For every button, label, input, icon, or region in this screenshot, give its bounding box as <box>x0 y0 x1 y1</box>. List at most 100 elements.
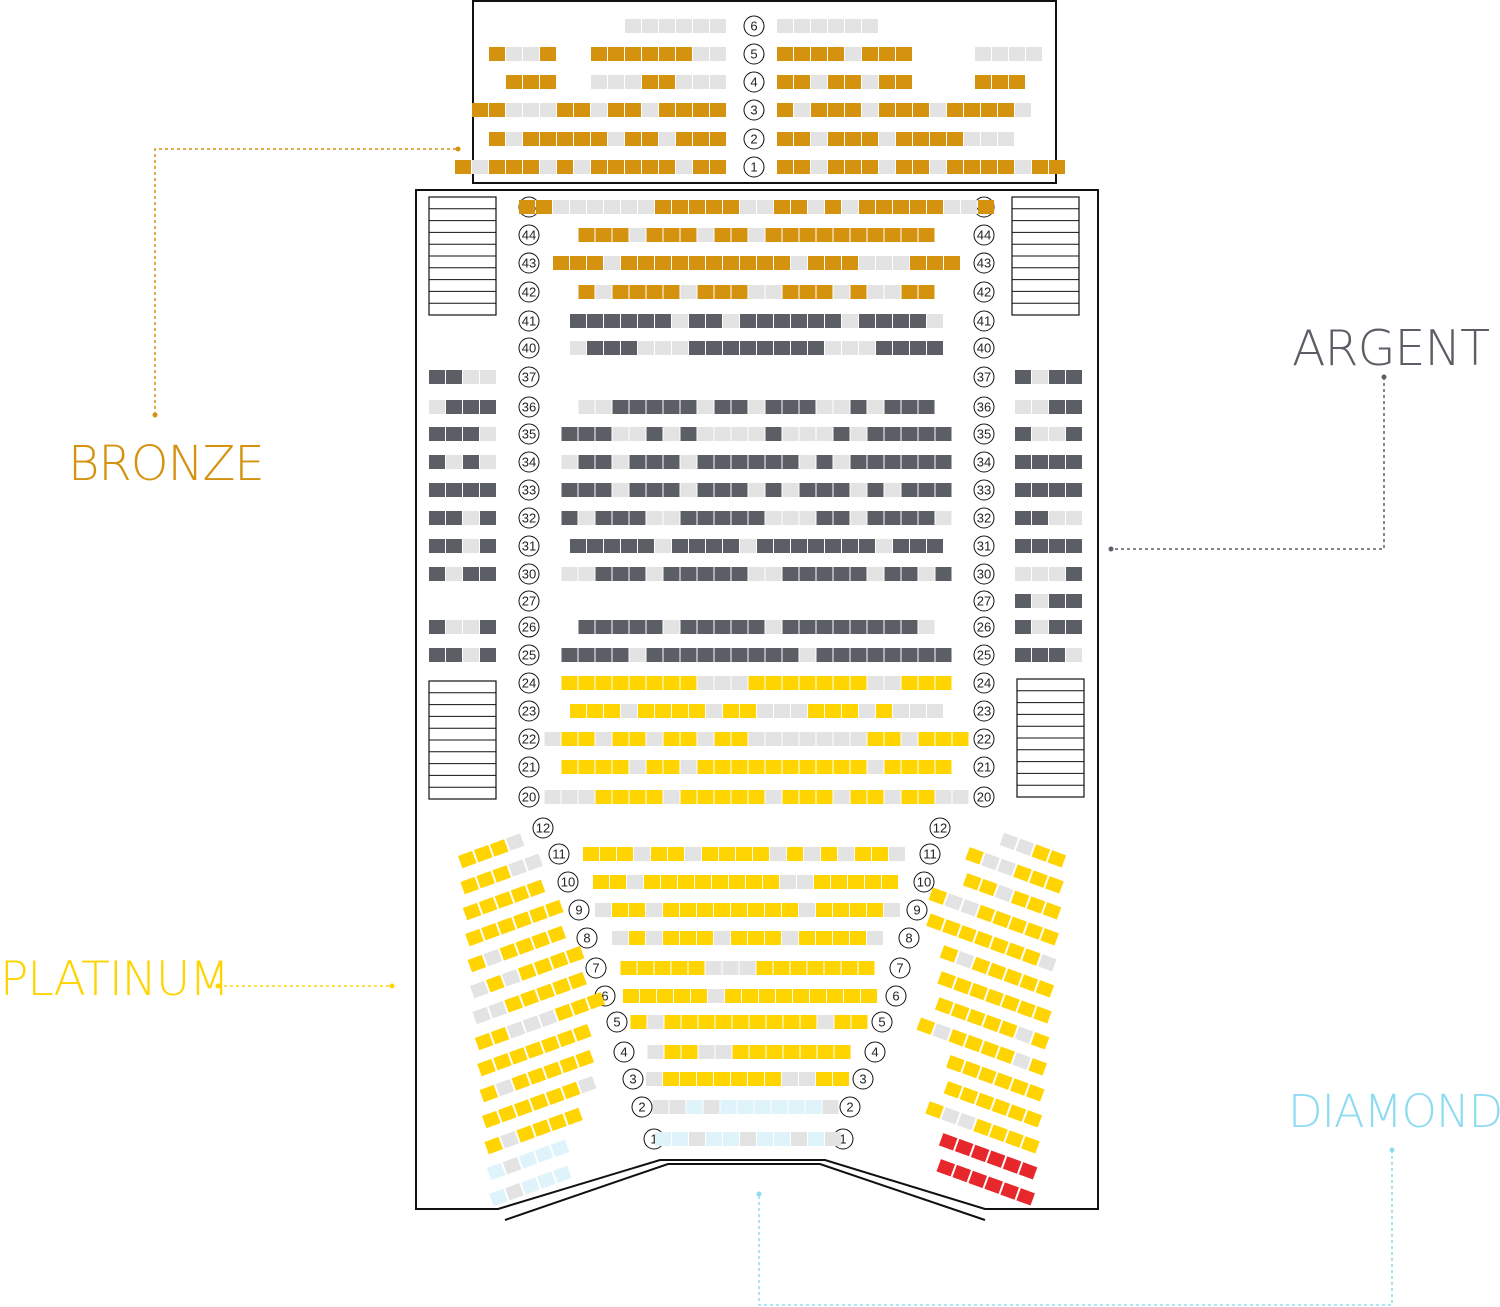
seat-balcony-left-row-4[interactable] <box>523 75 539 89</box>
seat-lower-row-6[interactable] <box>657 989 673 1003</box>
seat-stalls-row-44[interactable] <box>850 228 867 242</box>
seat-box-left-row-25[interactable] <box>480 648 496 662</box>
seat-balcony-right-row-2[interactable] <box>828 132 844 146</box>
seat-stalls-row-36[interactable] <box>850 400 867 414</box>
seat-stalls-row-24[interactable] <box>901 676 918 690</box>
seat-stalls-row-20[interactable] <box>595 790 612 804</box>
seat-wing-right[interactable] <box>1005 1130 1024 1148</box>
seat-box-left-row-33[interactable] <box>480 483 496 497</box>
seat-lower-row-7[interactable] <box>671 961 688 975</box>
seat-balcony-left-row-4[interactable] <box>540 75 556 89</box>
seat-stalls-row-36[interactable] <box>765 400 782 414</box>
seat-stalls-row-41[interactable] <box>910 314 926 328</box>
seat-stalls-row-30[interactable] <box>935 567 952 581</box>
seat-lower-row-3[interactable] <box>748 1072 764 1086</box>
seat-wing-right[interactable] <box>1017 1000 1036 1018</box>
seat-wing-right[interactable] <box>1003 968 1023 986</box>
seat-wing-right[interactable] <box>968 1170 987 1189</box>
seat-wing-right[interactable] <box>1026 896 1046 914</box>
seat-stalls-row-42[interactable] <box>918 285 935 299</box>
seat-stalls-row-33[interactable] <box>731 483 748 497</box>
seat-stalls-row-31[interactable] <box>910 539 926 553</box>
seat-stalls-row-26[interactable] <box>748 620 765 634</box>
seat-stalls-row-20[interactable] <box>714 790 731 804</box>
seat-lower-row-4[interactable] <box>800 1045 817 1059</box>
seat-balcony-left-row-3[interactable] <box>625 103 641 117</box>
seat-lower-row-8[interactable] <box>850 931 866 945</box>
seat-lower-row-5[interactable] <box>834 1015 851 1029</box>
seat-balcony-left-row-1[interactable] <box>710 160 726 174</box>
seat-lower-row-11[interactable] <box>719 847 735 861</box>
seat-wing-left[interactable] <box>513 1099 533 1117</box>
seat-wing-right[interactable] <box>1023 1110 1043 1128</box>
seat-lower-row-6[interactable] <box>674 989 690 1003</box>
seat-balcony-right-row-2[interactable] <box>794 132 810 146</box>
seat-stalls-row-40[interactable] <box>706 341 722 355</box>
seat-wing-right[interactable] <box>925 1101 944 1119</box>
seat-lower-row-10[interactable] <box>763 875 779 889</box>
seat-lower-row-2[interactable] <box>686 1100 703 1114</box>
seat-stalls-row-32[interactable] <box>731 511 748 525</box>
seat-box-left-row-31[interactable] <box>429 539 445 553</box>
seat-wing-right[interactable] <box>964 1034 984 1053</box>
seat-balcony-left-row-2[interactable] <box>676 132 692 146</box>
seat-box-right-row-27[interactable] <box>1015 594 1031 608</box>
seat-lower-row-8[interactable] <box>833 931 849 945</box>
seat-box-left-row-37[interactable] <box>446 370 462 384</box>
seat-wing-right[interactable] <box>1024 922 1043 940</box>
seat-balcony-left-row-5[interactable] <box>625 47 641 61</box>
seat-wing-left[interactable] <box>550 1139 570 1157</box>
seat-stalls-row-31[interactable] <box>689 539 705 553</box>
seat-stalls-row-43[interactable] <box>927 256 943 270</box>
seat-stalls-row-40[interactable] <box>740 341 756 355</box>
seat-wing-left[interactable] <box>527 1067 547 1085</box>
seat-stalls-row-43[interactable] <box>587 256 603 270</box>
seat-balcony-right-row-1[interactable] <box>777 160 793 174</box>
seat-wing-right[interactable] <box>916 1017 936 1035</box>
seat-balcony-right-row-1[interactable] <box>1032 160 1048 174</box>
seat-box-left-row-31[interactable] <box>480 539 496 553</box>
seat-box-left-row-32[interactable] <box>480 511 496 525</box>
seat-stalls-row-21[interactable] <box>816 760 833 774</box>
seat-stalls-row-20[interactable] <box>816 790 833 804</box>
seat-lower-row-10[interactable] <box>746 875 762 889</box>
seat-lower-row-6[interactable] <box>861 989 877 1003</box>
seat-lower-row-11[interactable] <box>600 847 616 861</box>
seat-stalls-row-26[interactable] <box>612 620 629 634</box>
seat-wing-left[interactable] <box>531 931 551 949</box>
seat-balcony-left-row-2[interactable] <box>557 132 573 146</box>
seat-balcony-right-row-3[interactable] <box>998 103 1014 117</box>
seat-stalls-row-43[interactable] <box>689 256 705 270</box>
seat-wing-right[interactable] <box>994 1072 1013 1090</box>
seat-stalls-row-42[interactable] <box>731 285 748 299</box>
seat-stalls-row-32[interactable] <box>884 511 901 525</box>
seat-balcony-right-row-5[interactable] <box>794 47 810 61</box>
seat-stalls-row-45[interactable] <box>774 200 790 214</box>
seat-lower-row-10[interactable] <box>814 875 830 889</box>
seat-lower-row-1[interactable] <box>655 1132 671 1146</box>
seat-wing-right[interactable] <box>950 1003 970 1021</box>
seat-stalls-row-30[interactable] <box>697 567 714 581</box>
seat-balcony-left-row-2[interactable] <box>489 132 505 146</box>
seat-stalls-row-36[interactable] <box>884 400 901 414</box>
seat-wing-left[interactable] <box>529 905 548 923</box>
seat-stalls-row-31[interactable] <box>706 539 722 553</box>
seat-lower-row-2[interactable] <box>754 1100 771 1114</box>
seat-stalls-row-22[interactable] <box>918 732 935 746</box>
seat-balcony-left-row-5[interactable] <box>608 47 624 61</box>
seat-stalls-row-20[interactable] <box>867 790 884 804</box>
seat-box-right-row-31[interactable] <box>1049 539 1065 553</box>
seat-balcony-left-row-4[interactable] <box>642 75 658 89</box>
seat-lower-row-7[interactable] <box>688 961 705 975</box>
seat-lower-row-5[interactable] <box>732 1015 749 1029</box>
seat-stalls-row-45[interactable] <box>910 200 926 214</box>
seat-wing-right[interactable] <box>942 919 961 937</box>
seat-stalls-row-21[interactable] <box>646 760 663 774</box>
seat-stalls-row-44[interactable] <box>816 228 833 242</box>
seat-stalls-row-21[interactable] <box>833 760 850 774</box>
seat-box-right-row-34[interactable] <box>1066 455 1082 469</box>
seat-stalls-row-43[interactable] <box>672 256 688 270</box>
seat-stalls-row-24[interactable] <box>782 676 799 690</box>
seat-lower-row-7[interactable] <box>858 961 875 975</box>
seat-stalls-row-40[interactable] <box>757 341 773 355</box>
